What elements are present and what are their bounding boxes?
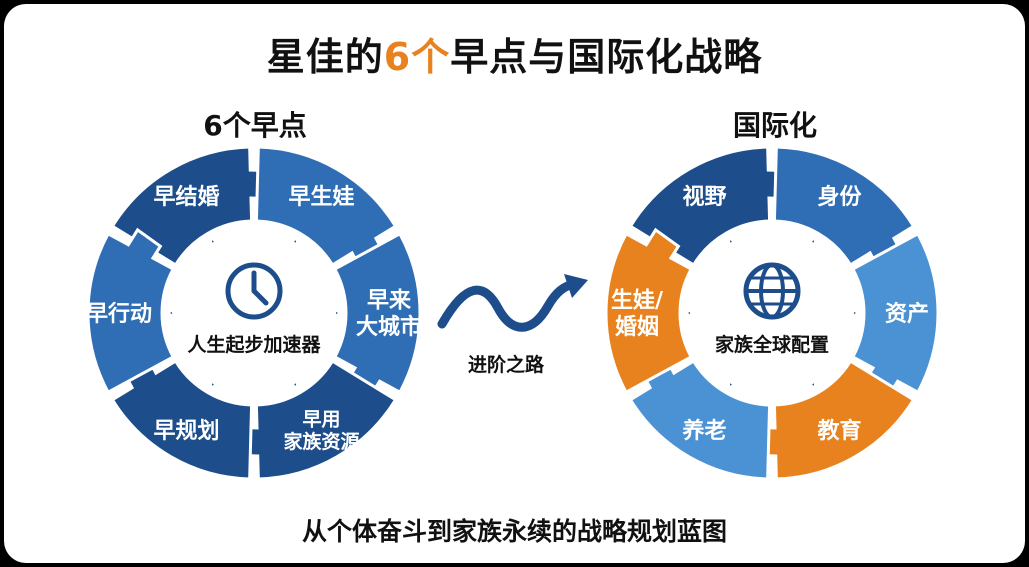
right-wheel-heading: 国际化 xyxy=(732,109,817,142)
right-wheel-segment-4 xyxy=(756,359,916,481)
right-wheel-segment-5 xyxy=(628,358,772,481)
right-wheel-segment-label-4: 教育 xyxy=(817,418,861,444)
left-wheel-segment-label-1: 早结婚 xyxy=(153,184,219,210)
right-wheel-segment-label-5: 养老 xyxy=(681,418,726,444)
left-wheel-hub xyxy=(172,231,336,395)
left-wheel-segment-label-2: 早生娃 xyxy=(288,185,354,210)
globe-icon xyxy=(743,262,801,320)
infographic-card xyxy=(4,4,1025,563)
right-wheel-segment-6 xyxy=(604,227,694,395)
left-wheel-segment-label-5: 早规划 xyxy=(153,419,219,444)
left-wheel-segment-4 xyxy=(238,359,398,481)
right-wheel-segment-3 xyxy=(850,231,940,399)
left-wheel-segment-label-3: 早来大城市 xyxy=(356,289,422,340)
right-wheel-hub-label: 家族全球配置 xyxy=(715,333,829,356)
left-wheel-segment-label-4: 早用家族资源 xyxy=(283,408,359,453)
wavy-arrow-icon xyxy=(437,274,588,332)
right-wheel-segment-label-2: 身份 xyxy=(817,184,862,210)
left-wheel-segment-5 xyxy=(110,358,254,481)
left-wheel-segment-1 xyxy=(110,145,270,267)
title-highlight: 6个 xyxy=(383,35,451,79)
left-wheel-segment-2 xyxy=(254,145,398,268)
right-wheel-hub xyxy=(690,231,854,395)
transition-label: 进阶之路 xyxy=(467,354,544,376)
left-wheel-heading: 6个早点 xyxy=(203,109,307,142)
left-wheel-hub-label: 人生起步加速器 xyxy=(187,333,321,356)
footer-caption: 从个体奋斗到家族永续的战略规划蓝图 xyxy=(301,517,727,546)
right-wheel-segment-1 xyxy=(628,145,788,267)
clock-icon xyxy=(225,262,283,320)
right-wheel-segment-label-3: 资产 xyxy=(885,302,929,327)
right-wheel-segment-label-6: 生娃/婚姻 xyxy=(611,289,664,340)
right-wheel-segment-label-1: 视野 xyxy=(682,184,726,210)
right-wheel-segment-2 xyxy=(772,145,916,268)
left-wheel-segment-6 xyxy=(86,227,176,395)
left-wheel-segment-3 xyxy=(332,231,422,399)
page-title: 星佳的6个早点与国际化战略 xyxy=(266,35,763,79)
left-wheel-segment-label-6: 早行动 xyxy=(86,301,152,327)
